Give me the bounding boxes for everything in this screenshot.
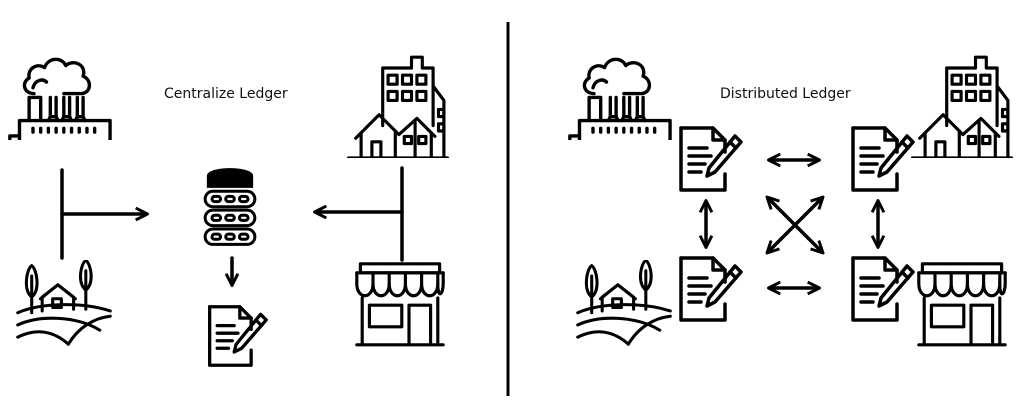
distributed-ledger-title: Distributed Ledger	[720, 86, 851, 102]
document-pen-icon	[207, 304, 269, 368]
document-pen-icon	[851, 256, 915, 322]
document-pen-icon	[679, 256, 743, 322]
office-building-icon	[346, 55, 450, 158]
database-icon	[203, 166, 257, 246]
document-pen-icon	[679, 126, 743, 192]
shop-icon	[917, 262, 1007, 347]
centralized-ledger-title: Centralize Ledger	[164, 86, 288, 102]
office-building-icon	[910, 55, 1014, 158]
factory-icon	[6, 57, 112, 140]
factory-icon	[566, 57, 672, 140]
farm-icon	[576, 260, 672, 346]
left-connectors	[60, 166, 404, 287]
right-connectors	[698, 152, 886, 296]
document-pen-icon	[851, 126, 915, 192]
shop-icon	[355, 262, 445, 347]
farm-icon	[16, 260, 112, 346]
